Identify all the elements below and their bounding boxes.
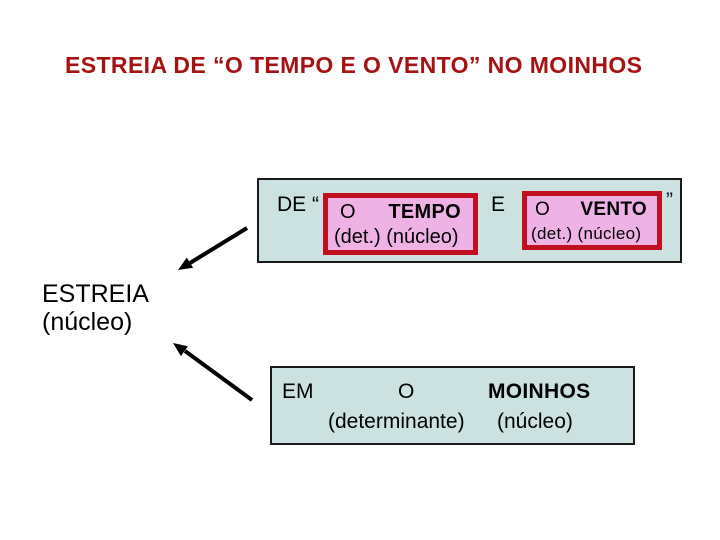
closing-quote-label: ” [666,189,673,212]
vento-phrase-words: O VENTO [527,196,657,221]
tempo-role-labels: (det.) (núcleo) [334,226,459,248]
conjunction-e-label: E [491,193,506,216]
slide-title: ESTREIA DE “O TEMPO E O VENTO” NO MOINHO… [65,52,643,78]
bottom-group-box: EM O MOINHOS (determinante) (núcleo) [270,366,635,445]
bottom-label-determinante: (determinante) [328,410,465,433]
bottom-word-em: EM [282,380,314,403]
vento-phrase-box: O VENTO (det.) (núcleo) [522,191,662,250]
arrow-down-left-icon [178,226,249,270]
bottom-label-nucleo: (núcleo) [497,410,573,433]
tempo-phrase-box: O TEMPO (det.) (núcleo) [323,193,478,255]
estreia-word-label: ESTREIA [42,280,149,308]
preposition-de-label: DE “ [277,193,319,216]
bottom-word-o: O [398,380,415,403]
tempo-phrase-words: O TEMPO [328,198,473,224]
estreia-role-label: (núcleo) [42,308,133,336]
bottom-word-moinhos: MOINHOS [488,380,591,403]
vento-head-word: VENTO [580,199,647,220]
vento-determiner: O [535,199,550,220]
tempo-head-word: TEMPO [388,201,461,223]
arrow-up-left-icon [173,343,254,402]
vento-role-labels: (det.) (núcleo) [531,224,642,243]
tempo-determiner: O [340,201,356,223]
